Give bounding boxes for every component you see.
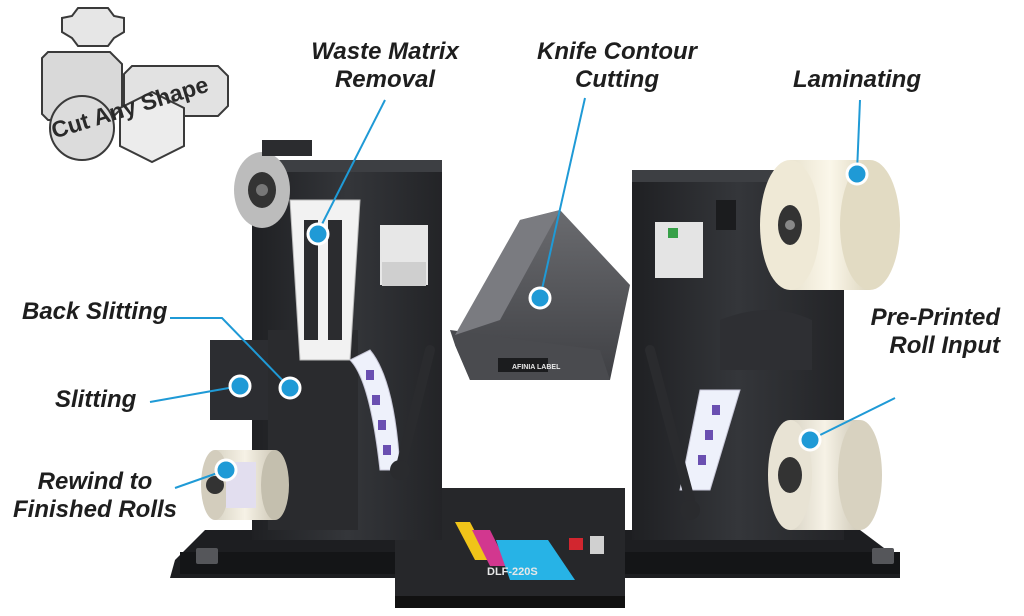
- dancer-roller-right: [680, 500, 700, 520]
- dancer-roller-left: [390, 460, 410, 480]
- input-roll: [768, 420, 882, 530]
- waste-roll: [234, 140, 312, 228]
- callout-dot-back-slitting: [278, 376, 302, 400]
- hexagon-shape: [119, 90, 185, 164]
- callout-waste-matrix-line-2: Removal: [334, 66, 436, 93]
- cutter-brand: AFINIA LABEL: [512, 364, 561, 371]
- callout-rewind: Rewind to Finished Rolls: [10, 468, 180, 524]
- callout-slitting: Slitting: [55, 386, 137, 413]
- callout-back-slitting: Back Slitting: [22, 298, 168, 325]
- cut-any-shape-graphic: [41, 7, 229, 164]
- callout-rewind-line-1: Rewind to: [37, 468, 153, 495]
- callout-lines: [149, 97, 896, 489]
- callout-dot-waste-matrix: [306, 222, 330, 246]
- waste-matrix-web: [289, 199, 361, 361]
- laminate-roll: [760, 160, 900, 290]
- printed-labels-right: [698, 405, 720, 465]
- idler-arms: [395, 345, 695, 505]
- callout-knife-contour-line-2: Cutting: [575, 66, 659, 93]
- callout-pre-printed-line-2: Roll Input: [889, 332, 1000, 359]
- callout-knife-contour: Knife Contour Cutting: [527, 38, 707, 94]
- callout-dot-pre-printed: [798, 428, 822, 452]
- callout-dot-knife-contour: [528, 286, 552, 310]
- model-name: DLF-220S: [487, 566, 538, 578]
- callout-waste-matrix-line-1: Waste Matrix: [311, 38, 459, 65]
- callout-dot-slitting: [228, 374, 252, 398]
- oval-shape: [49, 95, 115, 161]
- callout-knife-contour-line-1: Knife Contour: [537, 38, 697, 65]
- scalloped-shape: [61, 7, 125, 47]
- callout-pre-printed: Pre-Printed Roll Input: [850, 304, 1000, 360]
- callout-pre-printed-line-1: Pre-Printed: [870, 304, 1000, 331]
- callout-waste-matrix: Waste Matrix Removal: [310, 38, 460, 94]
- control-box: [455, 522, 604, 580]
- callout-rewind-line-2: Finished Rolls: [12, 496, 177, 523]
- callout-dot-laminating: [845, 162, 869, 186]
- rewind-roll: [201, 450, 289, 520]
- callout-dot-rewind: [214, 458, 238, 482]
- printed-labels-left: [366, 370, 391, 455]
- callout-laminating: Laminating: [793, 66, 922, 93]
